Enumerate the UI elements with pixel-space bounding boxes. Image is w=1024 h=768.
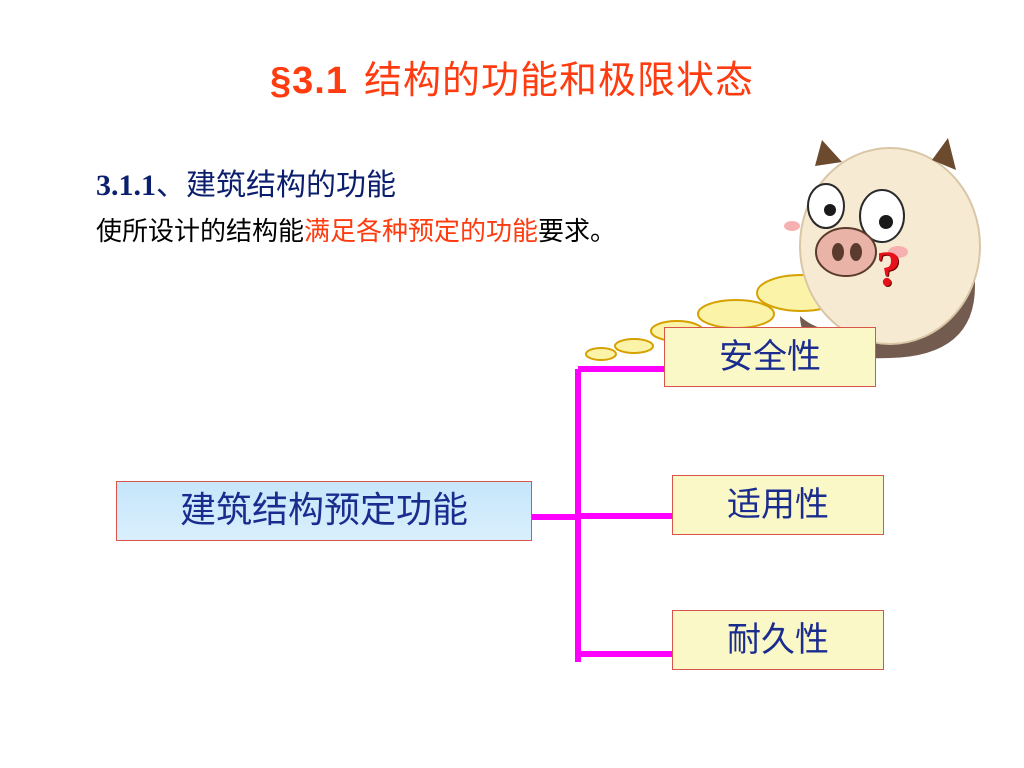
title-text: 结构的功能和极限状态 (363, 58, 754, 102)
connector-lines (532, 366, 672, 662)
section-heading-text: 、建筑结构的功能 (156, 168, 396, 203)
branch-box-usability: 适用性 (672, 475, 884, 535)
question-mark-icon: ? (876, 240, 901, 296)
thought-bubble (697, 299, 775, 329)
slide-title: §3.1 结构的功能和极限状态 (0, 52, 1024, 109)
intro-prefix: 使所设计的结构能 (96, 217, 305, 247)
intro-suffix: 要求。 (538, 217, 617, 247)
branch-box-safety: 安全性 (664, 327, 876, 387)
thought-bubble (614, 338, 654, 354)
root-function-box: 建筑结构预定功能 (116, 481, 532, 541)
section-number: 3.1.1 (96, 169, 156, 202)
section-heading: 3.1.1、建筑结构的功能 (96, 166, 396, 206)
intro-sentence: 使所设计的结构能满足各种预定的功能要求。 (96, 214, 616, 250)
intro-highlight: 满足各种预定的功能 (304, 217, 539, 247)
thought-bubble (585, 347, 617, 361)
title-number: §3.1 (270, 60, 348, 102)
branch-box-durability: 耐久性 (672, 610, 884, 670)
